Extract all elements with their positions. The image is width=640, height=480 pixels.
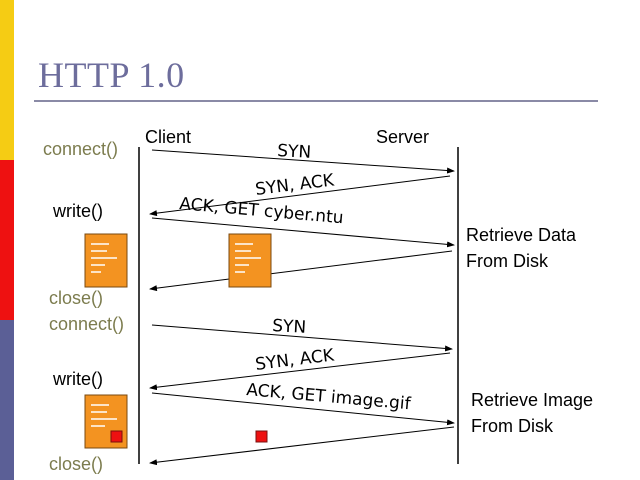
ack-get-arrow-2 [151,392,455,426]
syn-arrow-1 [151,149,455,174]
syn-ack-label-2: SYN, ACK [254,345,336,375]
slide-title: HTTP 1.0 [38,55,185,95]
syn-label-1: SYN [277,141,312,163]
server-note-1: Retrieve Data From Disk [466,222,576,274]
server-note-2: Retrieve Image From Disk [471,387,593,439]
side-bar-yellow [0,0,14,160]
ack-get-arrow-1 [151,217,455,248]
response-arrow-2 [149,426,455,466]
image-icon [255,430,268,443]
close-call-1: close() [49,288,104,308]
server-note-2-line2: From Disk [471,416,553,436]
syn-ack-arrow-1 [149,175,451,217]
ack-get-label-2: ACK, GET image.gif [246,380,413,414]
write-call-1: write() [53,201,103,221]
client-label: Client [145,127,192,147]
side-bar-red [0,160,14,320]
server-label: Server [376,127,430,147]
write-call-2: write() [53,369,103,389]
connect-call-2: connect() [49,314,125,334]
document-icon [228,233,272,288]
side-bar-slate [0,320,14,480]
syn-label-2: SYN [272,316,307,338]
syn-arrow-2 [151,324,453,352]
response-arrow-1 [149,250,453,292]
title-underline [34,100,598,102]
server-note-2-line1: Retrieve Image [471,390,594,410]
connect-call-1: connect() [43,139,119,159]
server-note-1-line2: From Disk [466,251,548,271]
syn-ack-arrow-2 [149,352,451,391]
close-call-2: close() [49,454,104,474]
server-note-1-line1: Retrieve Data [466,225,577,245]
document-icon [84,233,128,288]
document-with-image-icon [84,394,128,449]
